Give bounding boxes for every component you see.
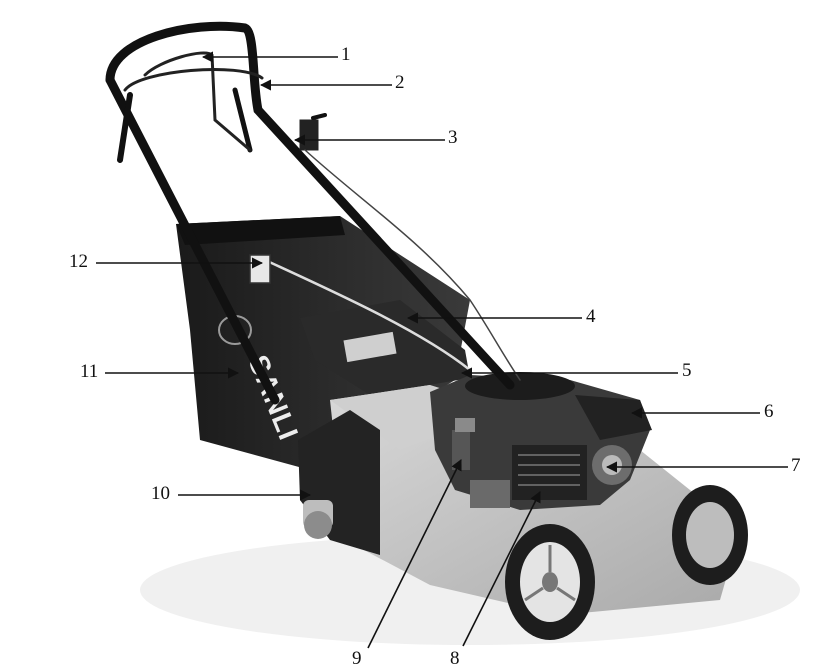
callout-2: 2: [395, 72, 405, 93]
engine: [430, 372, 652, 510]
callout-5: 5: [682, 360, 692, 381]
callout-9: 9: [352, 648, 362, 669]
callout-10: 10: [151, 483, 170, 504]
callout-labels: 1 2 3 4 5 6 7 8 9 10 11 12: [69, 44, 801, 669]
callout-3: 3: [448, 127, 458, 148]
front-wheel: [505, 524, 595, 640]
callout-1: 1: [341, 44, 351, 65]
rear-guard: [298, 410, 380, 555]
callout-leaders: [96, 51, 788, 649]
callout-11: 11: [80, 361, 98, 382]
callout-4: 4: [586, 306, 596, 327]
bag-lid: [300, 300, 470, 395]
callout-12: 12: [69, 251, 88, 272]
callout-8: 8: [450, 648, 460, 669]
rear-wheel: [672, 485, 748, 585]
callout-7: 7: [791, 455, 801, 476]
callout-6: 6: [764, 401, 774, 422]
